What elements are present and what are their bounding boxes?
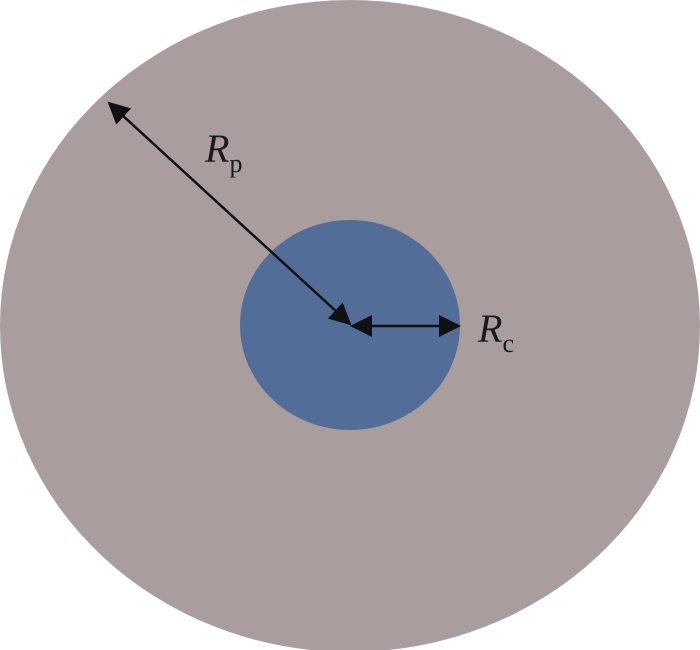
- core-radius-symbol: R: [477, 306, 502, 351]
- outer-radius-symbol: R: [204, 126, 229, 171]
- core-radius-subscript: c: [502, 329, 514, 358]
- core-radius-label: Rc: [477, 306, 514, 358]
- outer-radius-label: Rp: [204, 126, 242, 178]
- outer-radius-subscript: p: [229, 149, 242, 178]
- outer-radius-arrow: [107, 101, 352, 326]
